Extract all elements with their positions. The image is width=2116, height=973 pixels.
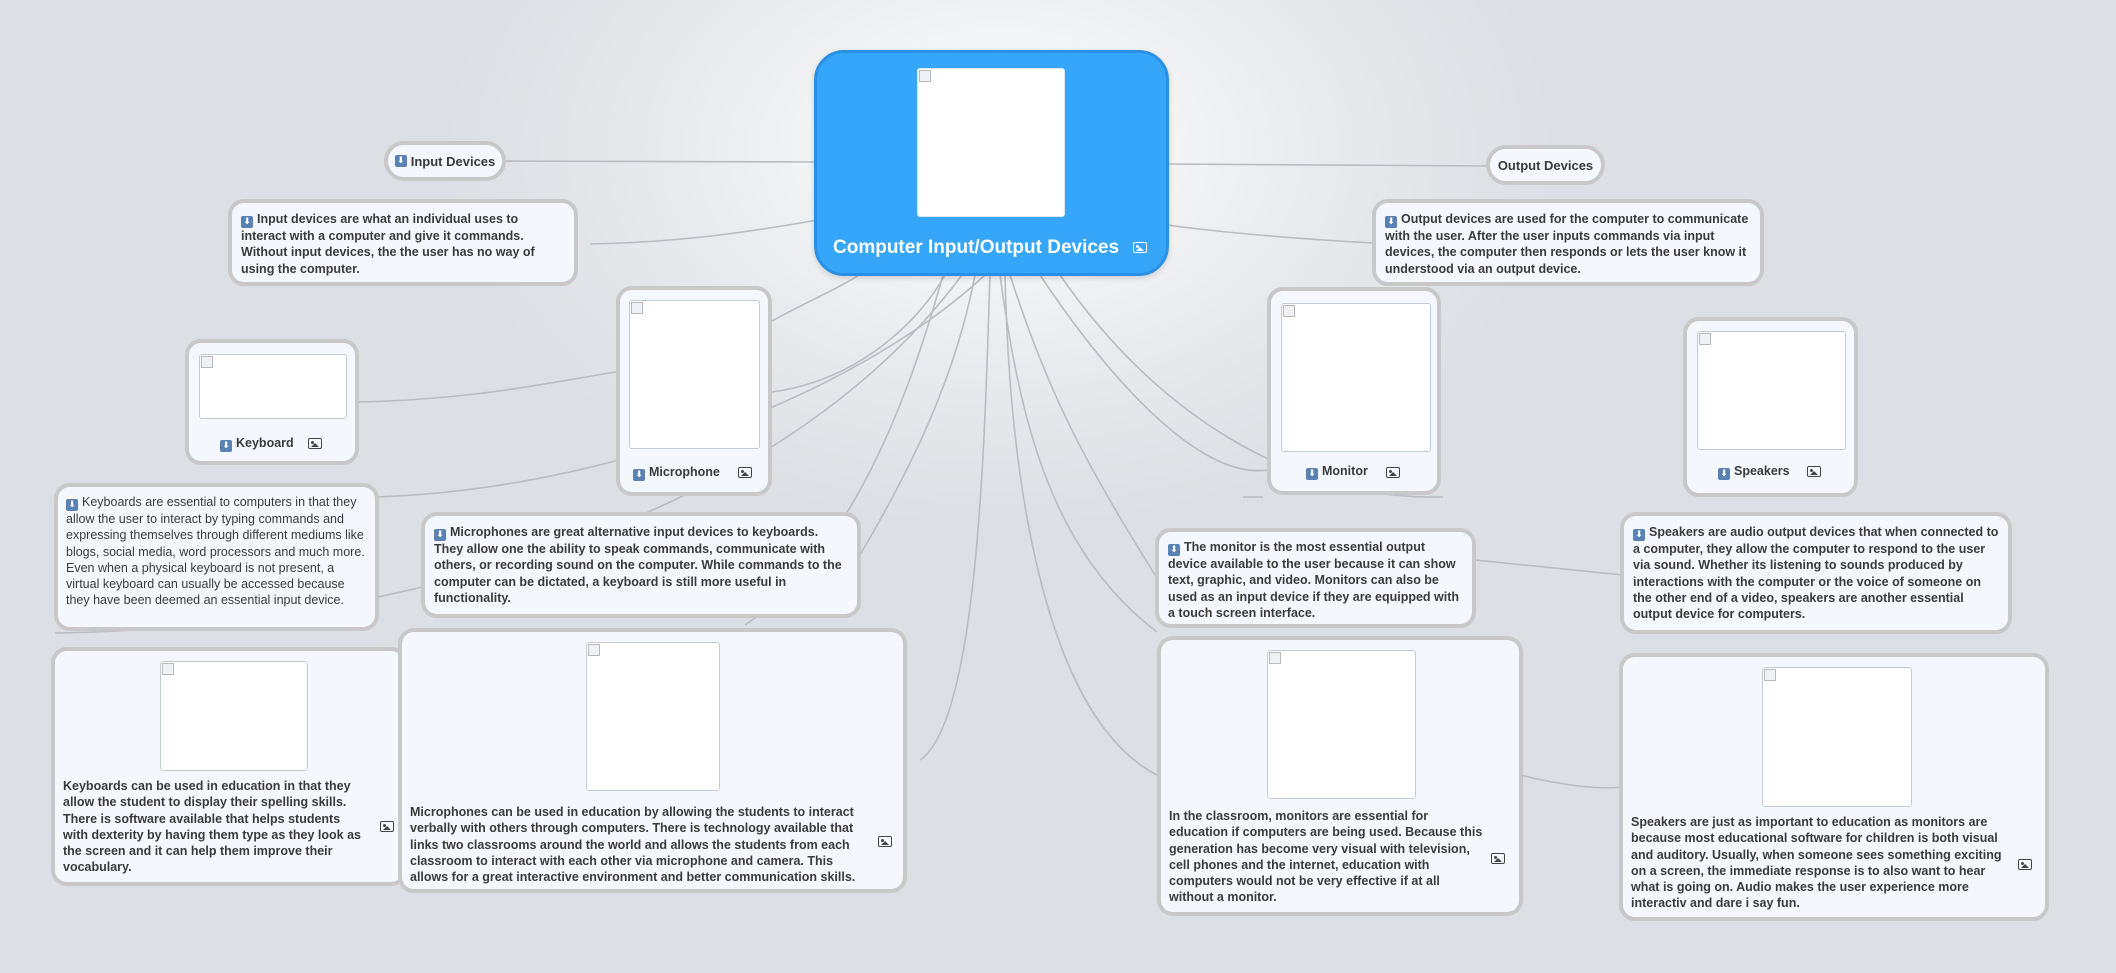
monitor-node[interactable]: ⬇ Monitor <box>1267 287 1441 495</box>
speakers-education-text: Speakers are just as important to educat… <box>1631 815 2002 911</box>
link-input-devices <box>502 160 821 163</box>
image-icon[interactable] <box>1491 853 1505 864</box>
keyboard-image <box>199 354 347 419</box>
collapse-arrow-icon[interactable]: ⬇ <box>1168 544 1180 556</box>
collapse-arrow-icon[interactable]: ⬇ <box>1633 529 1645 541</box>
central-topic[interactable]: Computer Input/Output Devices <box>814 50 1169 276</box>
link-monitor-description <box>999 274 1158 633</box>
collapse-arrow-icon[interactable]: ⬇ <box>633 469 645 481</box>
central-image <box>917 68 1065 217</box>
speakers-description[interactable]: ⬇Speakers are audio output devices that … <box>1620 512 2012 634</box>
link-speakers-education <box>1519 774 1624 789</box>
keyboard-education-text: Keyboards can be used in education in th… <box>63 779 361 875</box>
input-devices-label: Input Devices <box>410 153 496 169</box>
link-input-description <box>589 219 819 245</box>
keyboard-node[interactable]: ⬇ Keyboard <box>185 339 359 465</box>
input-devices-topic[interactable]: ⬇ Input Devices <box>384 141 506 181</box>
link-output-devices <box>1166 163 1489 167</box>
speakers-education-image <box>1762 667 1912 807</box>
image-icon[interactable] <box>308 438 322 449</box>
monitor-description[interactable]: ⬇The monitor is the most essential outpu… <box>1155 528 1476 628</box>
image-icon[interactable] <box>1133 242 1147 253</box>
collapse-arrow-icon[interactable]: ⬇ <box>1306 468 1318 480</box>
collapse-arrow-icon[interactable]: ⬇ <box>1718 468 1730 480</box>
collapse-arrow-icon[interactable]: ⬇ <box>66 499 78 511</box>
speakers-education-node[interactable]: Speakers are just as important to educat… <box>1619 653 2049 921</box>
monitor-education-text: In the classroom, monitors are essential… <box>1169 809 1483 905</box>
microphone-education-image <box>586 642 720 791</box>
link-speakers-description <box>1009 274 1624 576</box>
collapse-arrow-icon[interactable]: ⬇ <box>241 216 253 228</box>
link-microphone-description <box>859 274 976 556</box>
link-speakers <box>1059 274 1443 498</box>
collapse-arrow-icon[interactable]: ⬇ <box>1385 216 1397 228</box>
monitor-label: Monitor <box>1322 464 1368 478</box>
link-monitor-education <box>1004 274 1158 776</box>
image-icon[interactable] <box>2018 859 2032 870</box>
microphone-education-node[interactable]: Microphones can be used in education by … <box>398 628 907 893</box>
image-icon[interactable] <box>878 836 892 847</box>
microphone-node[interactable]: ⬇ Microphone <box>616 286 772 496</box>
monitor-image <box>1281 303 1431 452</box>
output-devices-label: Output Devices <box>1497 157 1594 173</box>
keyboard-label: Keyboard <box>236 436 294 450</box>
output-devices-topic[interactable]: Output Devices <box>1486 145 1605 185</box>
link-microphone <box>769 272 863 323</box>
keyboard-education-node[interactable]: Keyboards can be used in education in th… <box>51 647 407 886</box>
image-icon[interactable] <box>1386 467 1400 478</box>
speakers-node[interactable]: ⬇ Speakers <box>1683 317 1858 497</box>
link-monitor <box>1039 274 1269 472</box>
keyboard-description[interactable]: ⬇Keyboards are essential to computers in… <box>54 483 379 631</box>
image-icon[interactable] <box>380 821 394 832</box>
image-icon[interactable] <box>738 467 752 478</box>
output-devices-description[interactable]: ⬇Output devices are used for the compute… <box>1372 199 1764 286</box>
microphone-education-text: Microphones can be used in education by … <box>410 805 856 885</box>
microphone-image <box>629 300 760 449</box>
microphone-label: Microphone <box>649 465 720 479</box>
link-mic-edu-lower <box>919 274 991 761</box>
monitor-education-node[interactable]: In the classroom, monitors are essential… <box>1157 636 1523 916</box>
link-output-description <box>1166 224 1374 244</box>
speakers-image <box>1697 331 1846 450</box>
monitor-education-image <box>1267 650 1416 799</box>
image-icon[interactable] <box>1807 466 1821 477</box>
microphone-description[interactable]: ⬇Microphones are great alternative input… <box>421 512 861 618</box>
collapse-arrow-icon[interactable]: ⬇ <box>220 440 232 452</box>
input-devices-description[interactable]: ⬇Input devices are what an individual us… <box>228 199 578 286</box>
link-keyboard <box>354 274 946 403</box>
collapse-arrow-icon[interactable]: ⬇ <box>394 155 407 167</box>
speakers-label: Speakers <box>1734 464 1790 478</box>
keyboard-education-image <box>160 661 308 771</box>
central-title: Computer Input/Output Devices <box>833 237 1120 258</box>
collapse-arrow-icon[interactable]: ⬇ <box>434 529 446 541</box>
